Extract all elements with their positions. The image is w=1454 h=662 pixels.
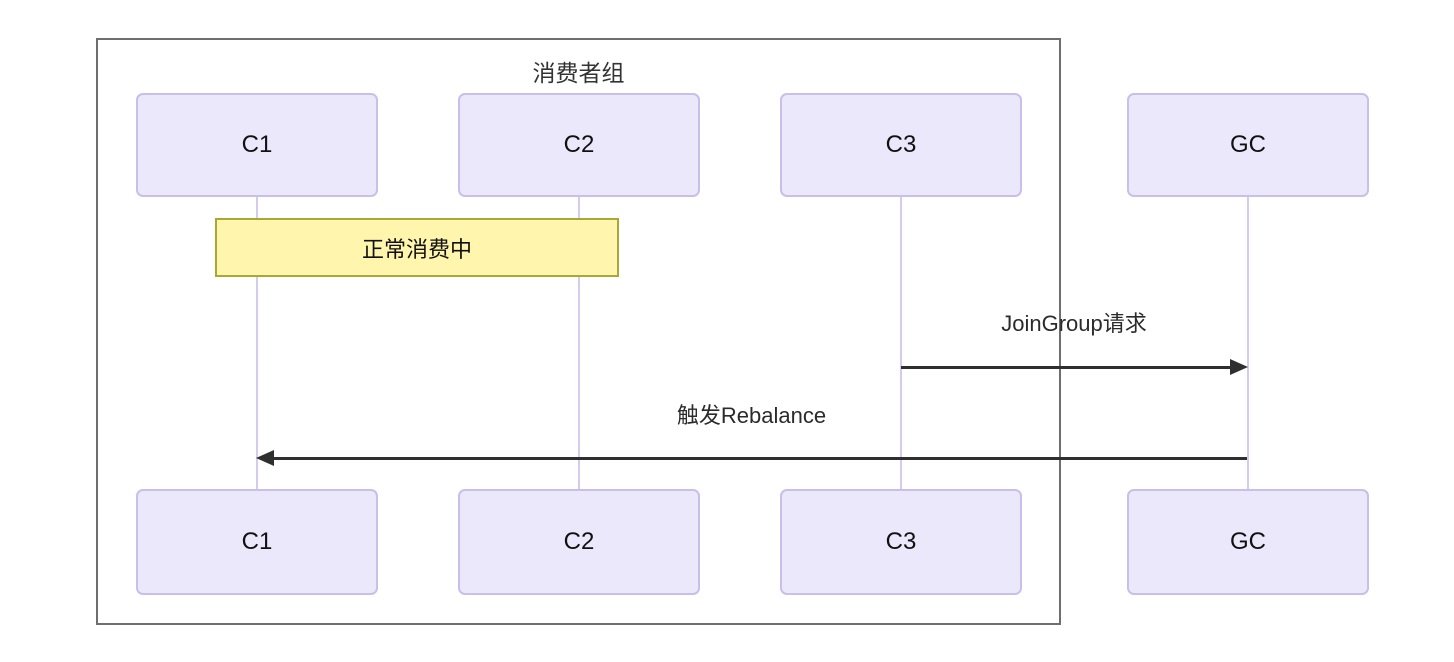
- actor-top-c1: C1: [136, 93, 378, 197]
- message-label-joingroup: JoinGroup请求: [1001, 311, 1147, 336]
- lifeline-c3: [900, 197, 902, 489]
- actor-top-c3: C3: [780, 93, 1022, 197]
- actor-bottom-c1: C1: [136, 489, 378, 595]
- actor-label: C2: [563, 131, 595, 158]
- consumer-group-frame: [96, 38, 1061, 625]
- actor-bottom-gc: GC: [1127, 489, 1369, 595]
- actor-label: GC: [1230, 528, 1266, 555]
- arrowhead-left-icon: [256, 450, 274, 466]
- lifeline-gc: [1247, 197, 1249, 489]
- message-label-rebalance: 触发Rebalance: [676, 403, 827, 428]
- actor-label: C1: [241, 528, 273, 555]
- actor-label: C1: [241, 131, 273, 158]
- message-line-joingroup: [901, 366, 1232, 369]
- actor-label: C3: [885, 528, 917, 555]
- arrowhead-right-icon: [1230, 359, 1248, 375]
- message-line-rebalance: [271, 457, 1247, 460]
- lifeline-c2: [578, 197, 580, 489]
- note-text: 正常消费中: [361, 236, 472, 262]
- actor-bottom-c3: C3: [780, 489, 1022, 595]
- actor-label: GC: [1230, 131, 1266, 158]
- actor-top-gc: GC: [1127, 93, 1369, 197]
- consumer-group-title: 消费者组: [532, 60, 625, 86]
- note-normal-consuming: 正常消费中: [215, 218, 619, 277]
- actor-top-c2: C2: [458, 93, 700, 197]
- actor-label: C2: [563, 528, 595, 555]
- actor-label: C3: [885, 131, 917, 158]
- actor-bottom-c2: C2: [458, 489, 700, 595]
- lifeline-c1: [256, 197, 258, 489]
